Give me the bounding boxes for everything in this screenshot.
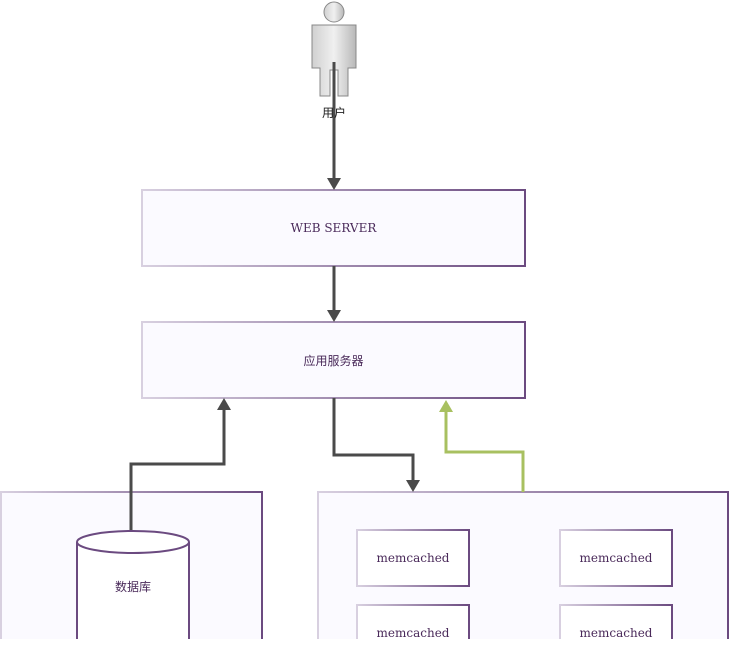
web-server-box[interactable] <box>141 189 526 267</box>
memcached-box-1[interactable] <box>356 529 470 587</box>
app-server-box[interactable] <box>141 321 526 399</box>
memcached-box-3[interactable] <box>356 604 470 639</box>
arrow-app-to-memcached <box>332 398 420 492</box>
user-label: 用户 <box>321 105 346 120</box>
arrow-db-to-app <box>129 398 231 530</box>
database-icon[interactable] <box>76 530 190 639</box>
arrow-memcached-to-app <box>439 400 525 492</box>
memcached-label-3: memcached <box>376 626 450 640</box>
user-icon[interactable] <box>311 1 357 97</box>
web-server-label: WEB SERVER <box>290 221 377 235</box>
memcached-label-2: memcached <box>579 551 653 565</box>
memcached-label-1: memcached <box>376 551 450 565</box>
arrow-user-to-web <box>327 62 341 190</box>
app-server-label: 应用服务器 <box>303 353 364 368</box>
memcached-box-2[interactable] <box>559 529 673 587</box>
memcached-label-4: memcached <box>579 626 653 640</box>
arrow-web-to-app <box>327 266 341 322</box>
database-label: 数据库 <box>114 579 151 594</box>
memcached-box-4[interactable] <box>559 604 673 639</box>
